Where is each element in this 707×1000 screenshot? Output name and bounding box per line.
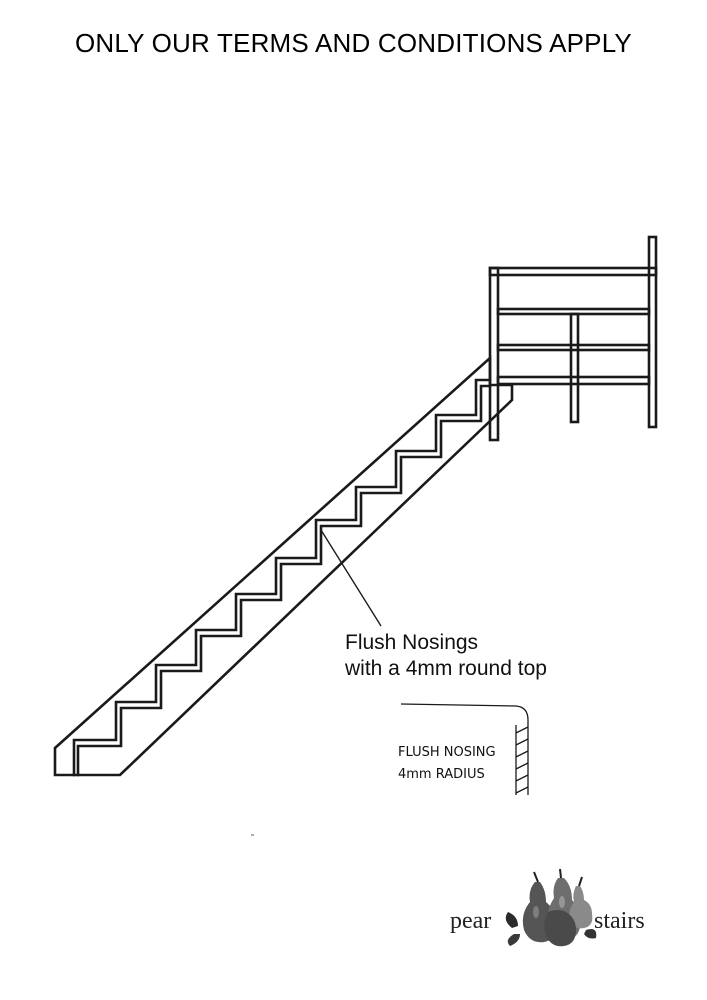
brand-word-right: stairs bbox=[594, 908, 645, 934]
right-newel-post bbox=[647, 235, 658, 429]
page-title: ONLY OUR TERMS AND CONDITIONS APPLY bbox=[75, 28, 632, 58]
callout-title: Flush Nosings bbox=[345, 631, 479, 654]
landing-baluster bbox=[569, 312, 580, 424]
stair-treads-outer bbox=[72, 378, 492, 777]
balustrade-bottom-rail bbox=[496, 375, 651, 386]
detail-radius-label: 4mm RADIUS bbox=[398, 767, 485, 782]
callout-subtitle: with a 4mm round top bbox=[345, 657, 547, 680]
balustrade-rail-2 bbox=[496, 343, 651, 352]
callout-leader-line bbox=[320, 529, 382, 627]
stair-treads-inner bbox=[76, 384, 492, 777]
left-newel-post bbox=[488, 266, 500, 442]
handrail-top bbox=[488, 266, 658, 277]
detail-label: FLUSH NOSING bbox=[398, 745, 496, 760]
brand-word-left: pear bbox=[450, 908, 492, 934]
nosing-detail bbox=[400, 703, 529, 795]
pear-logo-icon bbox=[505, 868, 597, 947]
